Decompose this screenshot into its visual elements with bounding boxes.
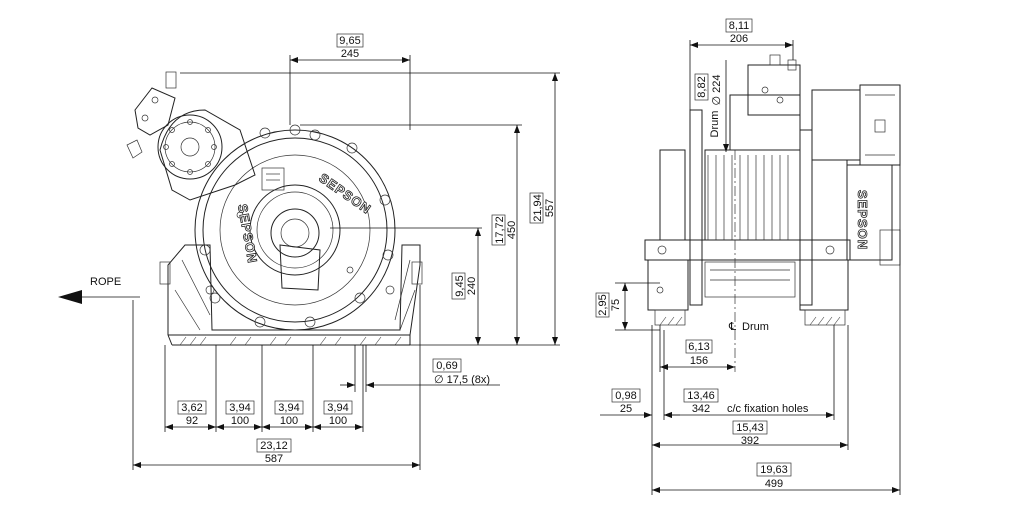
dim-cl-offset-mm: 156: [690, 355, 708, 367]
dim-motor-width-mm: 206: [730, 33, 748, 45]
dim-height-total-inch: 21,94: [532, 194, 544, 222]
cl-symbol: ℄: [728, 321, 736, 333]
dim-height-axis-inch: 9,45: [454, 275, 466, 296]
side-view: SEPSON 8,11 206 8,82 ∅ 224 Drum 2,95 75: [595, 18, 901, 495]
dim-base-width-inch: 15,43: [736, 422, 764, 434]
dim-spacing-3-mm: 100: [280, 415, 298, 427]
dim-height-mid-inch: 17,72: [494, 216, 506, 244]
winch-housing: SEPSON SEPSON: [194, 124, 396, 331]
dim-spacing-1-mm: 92: [186, 415, 198, 427]
dim-total-width-inch: 19,63: [760, 464, 788, 476]
dim-foot-height-inch: 2,95: [597, 294, 609, 315]
dim-hole-mm: ∅ 17,5 (8x): [434, 374, 490, 386]
rope-arrow: [58, 290, 140, 304]
dim-total-width: [652, 165, 901, 495]
dim-height-total: [180, 72, 560, 346]
base-frame: [159, 244, 423, 346]
dim-edge-offset-mm: 25: [620, 403, 632, 415]
side-brand-lettering: SEPSON: [855, 190, 870, 250]
dim-edge-offset-inch: 0,98: [615, 390, 636, 402]
dim-width-top: [289, 33, 411, 130]
dim-width-total-mm: 587: [265, 453, 283, 465]
dim-height-mid: [300, 124, 522, 345]
rope-label: ROPE: [90, 276, 121, 288]
dim-width-top-mm: 245: [341, 48, 359, 60]
dim-edge-offset: [600, 325, 680, 495]
dim-height-axis-mm: 240: [466, 277, 478, 295]
dim-spacings: [164, 345, 364, 432]
dim-fixation: [664, 325, 835, 420]
dim-foot-height-mm: 75: [610, 299, 622, 311]
dim-fixation-inch: 13,46: [687, 390, 715, 402]
side-drum: [659, 109, 813, 306]
dim-cl-offset: [659, 325, 735, 372]
dim-motor-width: [689, 18, 794, 110]
dim-height-total-mm: 557: [544, 199, 556, 217]
dim-drum-dia: [694, 60, 729, 152]
dim-width-total-inch: 23,12: [260, 440, 288, 452]
dim-spacing-3-inch: 3,94: [278, 402, 299, 414]
dim-base-width-mm: 392: [741, 435, 759, 447]
side-motor: SEPSON: [729, 54, 901, 266]
drum-label: Drum: [709, 111, 721, 138]
dim-hole: [340, 345, 500, 392]
dim-spacing-2-inch: 3,94: [229, 402, 250, 414]
dim-base-width: [652, 325, 849, 450]
dim-height-axis: [330, 227, 482, 345]
front-view: ROPE: [58, 33, 560, 470]
dim-spacing-1-inch: 3,62: [181, 402, 202, 414]
dim-spacing-4-mm: 100: [329, 415, 347, 427]
dim-drum-dia-inch: 8,82: [696, 76, 708, 97]
dim-width-top-inch: 9,65: [339, 35, 360, 47]
cl-drum-label: Drum: [742, 321, 769, 333]
side-base: [644, 239, 851, 326]
dim-total-width-mm: 499: [765, 478, 783, 490]
brand-lettering: SEPSON: [316, 170, 374, 217]
dim-spacing-4-inch: 3,94: [327, 402, 348, 414]
dim-width-total: [132, 285, 421, 470]
dim-drum-dia-mm: ∅ 224: [711, 75, 723, 106]
dim-spacing-2-mm: 100: [231, 415, 249, 427]
dim-fixation-mm: 342: [692, 403, 710, 415]
dim-foot-height: [595, 282, 660, 331]
brand-lettering-2: SEPSON: [235, 203, 260, 265]
dim-height-mid-mm: 450: [506, 221, 518, 239]
dim-motor-width-inch: 8,11: [729, 20, 750, 32]
cc-fixation-label: c/c fixation holes: [727, 403, 809, 415]
dim-hole-inch: 0,69: [436, 360, 457, 372]
dim-cl-offset-inch: 6,13: [688, 341, 709, 353]
hydraulic-motor-arm: [126, 71, 256, 201]
